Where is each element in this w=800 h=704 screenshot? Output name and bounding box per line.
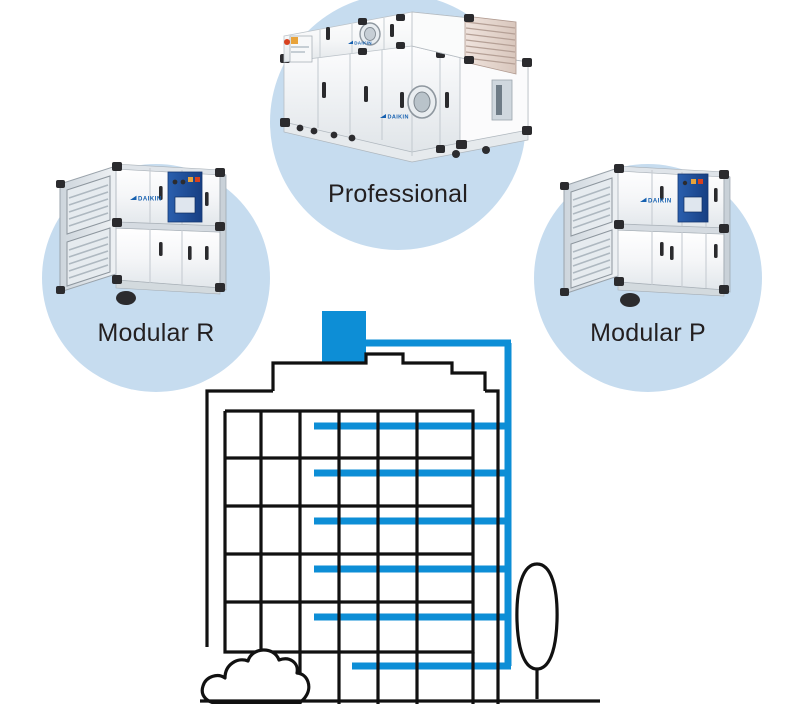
svg-text:DAIKIN: DAIKIN <box>138 197 162 203</box>
product-label-modular-p: Modular P <box>590 319 706 347</box>
rooftop-ahu-block <box>322 311 366 363</box>
product-label-professional: Professional <box>328 180 468 208</box>
svg-text:DAIKIN: DAIKIN <box>354 40 372 45</box>
ahu-unit-professional: DAIKIN <box>280 11 532 163</box>
roof-parapet-profile <box>271 352 487 391</box>
ahu-unit-modular-r: DAIKIN <box>56 162 227 305</box>
svg-text:DAIKIN: DAIKIN <box>648 199 672 205</box>
product-label-modular-r: Modular R <box>97 319 215 347</box>
building-outline <box>205 352 500 704</box>
tree-canopy <box>515 562 559 671</box>
product-node-modular-p[interactable]: DAIKIN Modular P <box>534 164 762 392</box>
product-node-modular-r[interactable]: DAIKIN Modular R <box>42 162 270 392</box>
pipe-network <box>314 339 512 670</box>
roof-ledge-right <box>485 389 500 704</box>
ahu-unit-modular-p: DAIKIN <box>560 164 731 307</box>
building-diagram <box>200 295 600 704</box>
landscape <box>200 562 559 704</box>
product-node-professional[interactable]: DAIKIN <box>270 0 532 250</box>
svg-text:DAIKIN: DAIKIN <box>388 115 409 121</box>
bush-shape <box>200 648 311 704</box>
roof-ledge-left <box>205 389 273 647</box>
